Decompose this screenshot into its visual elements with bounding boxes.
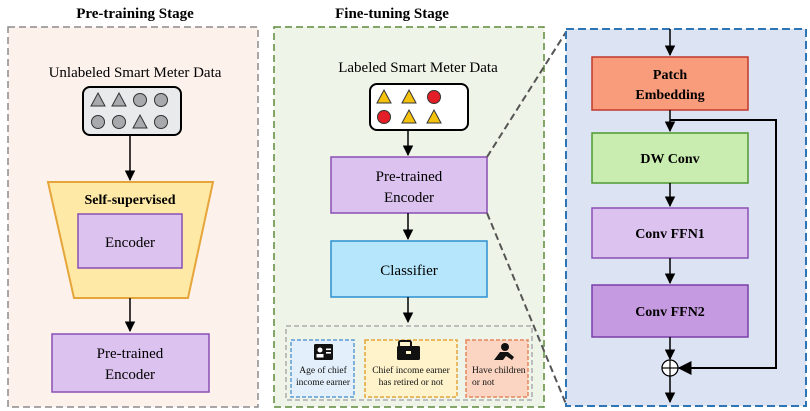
finetune-encoder-line2: Encoder bbox=[384, 190, 434, 206]
self-supervised-label: Self-supervised bbox=[85, 193, 176, 208]
pretraining-title: Pre-training Stage bbox=[76, 6, 194, 22]
dw-conv-label: DW Conv bbox=[640, 152, 699, 167]
pretrained-encoder-block bbox=[51, 333, 210, 393]
task-retired: Chief income earner has retired or not bbox=[364, 339, 458, 398]
task-children-line1: Have children bbox=[472, 366, 526, 376]
conv-ffn1-label: Conv FFN1 bbox=[635, 227, 705, 242]
unlabeled-data-label: Unlabeled Smart Meter Data bbox=[49, 65, 222, 81]
task-children: Have children or not bbox=[465, 339, 529, 398]
add-operator-icon bbox=[661, 359, 679, 377]
patch-embedding-line2: Embedding bbox=[635, 88, 704, 103]
ssl-encoder-label: Encoder bbox=[105, 235, 155, 251]
conv-ffn2-block bbox=[591, 284, 749, 338]
id-card-icon bbox=[314, 344, 333, 360]
classifier-label: Classifier bbox=[380, 263, 438, 279]
tasks-group bbox=[285, 325, 533, 401]
zoom-line-bottom bbox=[486, 212, 567, 405]
task-retired-line1: Chief income earner bbox=[372, 365, 450, 376]
task-age-line2: income earner bbox=[296, 378, 351, 388]
finetuning-panel: Fine-tuning Stage Labeled Smart Meter Da… bbox=[273, 6, 545, 408]
conv-ffn2-label: Conv FFN2 bbox=[635, 305, 705, 320]
finetune-encoder-block bbox=[330, 156, 488, 214]
patch-embedding-block bbox=[591, 56, 749, 111]
task-children-line2: or not bbox=[472, 378, 495, 388]
pretrained-encoder-line2: Encoder bbox=[105, 367, 155, 383]
task-age-line1: Age of chief bbox=[299, 365, 347, 376]
task-age: Age of chief income earner bbox=[290, 339, 355, 398]
finetuning-title: Fine-tuning Stage bbox=[335, 6, 449, 22]
unlabeled-data-icon bbox=[82, 86, 182, 136]
dw-conv-block bbox=[591, 132, 749, 184]
pretraining-panel: Pre-training Stage Unlabeled Smart Meter… bbox=[7, 6, 259, 408]
finetune-encoder-line1: Pre-trained bbox=[376, 169, 443, 185]
baby-icon bbox=[494, 343, 514, 360]
labeled-data-icon bbox=[369, 83, 469, 131]
pretrained-encoder-line1: Pre-trained bbox=[97, 346, 164, 362]
zoom-line-top bbox=[486, 31, 567, 158]
encoder-detail-panel: Patch Embedding DW Conv Conv FFN1 Conv F… bbox=[565, 28, 807, 407]
classifier-block bbox=[330, 240, 488, 298]
labeled-data-label: Labeled Smart Meter Data bbox=[338, 60, 498, 76]
patch-embedding-line1: Patch bbox=[653, 68, 687, 83]
ssl-encoder-block bbox=[77, 213, 183, 269]
briefcase-icon bbox=[397, 340, 420, 360]
residual-connection bbox=[670, 119, 777, 375]
task-retired-line2: has retired or not bbox=[379, 378, 444, 388]
